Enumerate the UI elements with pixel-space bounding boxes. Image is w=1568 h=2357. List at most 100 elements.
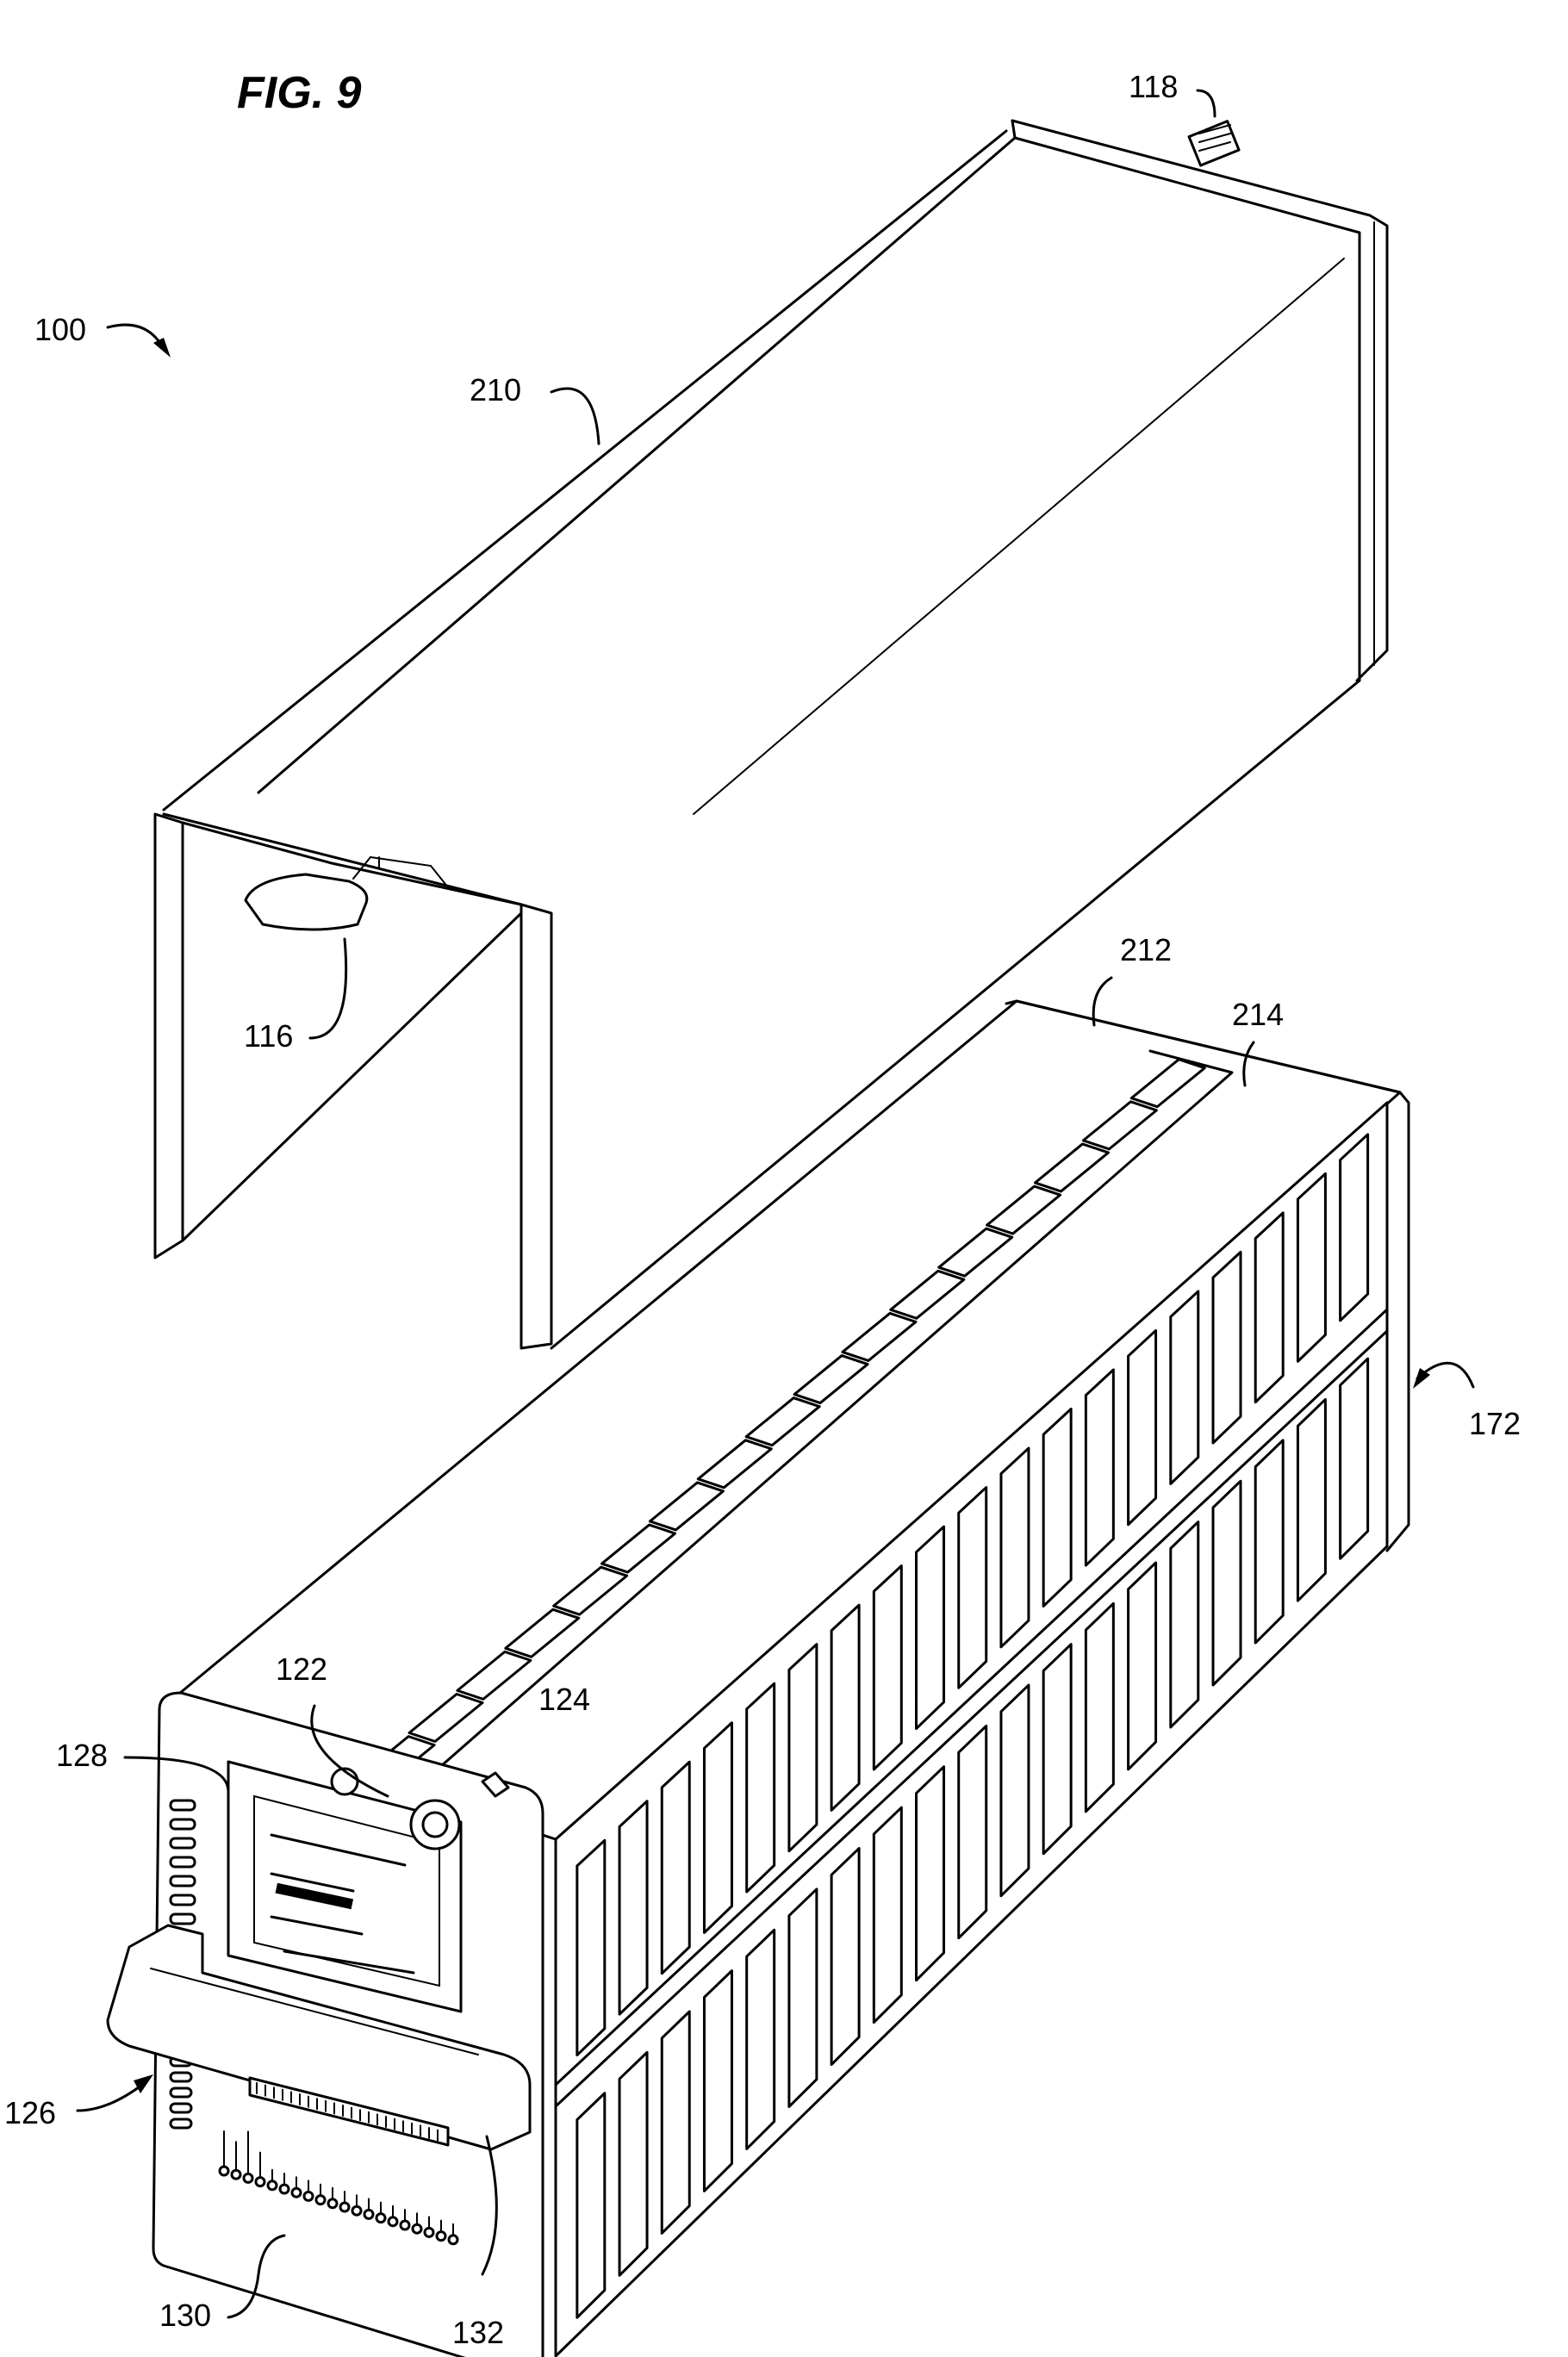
ref-100: 100 xyxy=(34,312,86,347)
battery-cell xyxy=(1211,1479,1242,1687)
led xyxy=(266,2180,278,2192)
ref-122: 122 xyxy=(276,1651,327,1687)
leader-132 xyxy=(481,2135,498,2276)
leaders xyxy=(76,89,1475,2319)
battery-cell xyxy=(618,1800,649,2016)
battery-cell xyxy=(702,1969,733,2192)
vent-slot xyxy=(169,2118,193,2130)
led xyxy=(218,2165,230,2177)
cover-bottom-edge xyxy=(550,679,1361,1350)
tab-slot xyxy=(352,855,449,888)
led xyxy=(290,2186,302,2198)
vent-slot xyxy=(169,2071,193,2083)
cover-right-face xyxy=(1013,136,1361,682)
vent-openings xyxy=(359,1058,1206,1786)
label-line-4 xyxy=(283,1950,415,1975)
cover-front-top-edge xyxy=(162,812,523,906)
led xyxy=(387,2216,399,2228)
vent-slot xyxy=(169,2086,193,2099)
label-inner xyxy=(253,1794,440,1987)
battery-cell xyxy=(745,1928,776,2150)
led-row-130 xyxy=(218,2130,459,2246)
leader-210 xyxy=(550,387,600,445)
front-panel xyxy=(106,1691,544,2357)
handle-edge xyxy=(150,1968,479,2055)
leader-118 xyxy=(1196,89,1216,118)
ref-126: 126 xyxy=(4,2095,56,2130)
vent-opening xyxy=(552,1565,629,1616)
cover-back-edge xyxy=(1011,119,1389,682)
battery-cell xyxy=(957,1724,988,1940)
vent-opening xyxy=(456,1650,532,1701)
arrow-100-head xyxy=(153,338,171,358)
ref-124: 124 xyxy=(538,1682,590,1717)
cell-row-upper xyxy=(576,1133,1370,2057)
cover-crease xyxy=(693,258,1345,815)
battery-cell xyxy=(576,1838,607,2057)
led xyxy=(423,2226,435,2238)
battery-cell xyxy=(957,1486,988,1689)
vent-opening xyxy=(1033,1142,1110,1193)
connector-pins xyxy=(256,2082,439,2142)
figure-title: FIG. 9 xyxy=(237,68,362,118)
label-line-3 xyxy=(270,1915,364,1936)
led xyxy=(327,2198,339,2210)
ref-118: 118 xyxy=(1129,69,1178,104)
led xyxy=(230,2168,242,2180)
cover-top-ridge xyxy=(257,136,1017,794)
battery-cell xyxy=(830,1847,861,2067)
battery-cell xyxy=(1296,1397,1327,1602)
arrow-126-head xyxy=(134,2074,153,2093)
arrow-172-head xyxy=(1413,1368,1430,1389)
cover-front-flange xyxy=(520,903,553,1350)
battery-cell xyxy=(999,1683,1030,1898)
led xyxy=(411,2223,423,2235)
vent-slot xyxy=(169,1818,196,1831)
led xyxy=(363,2208,375,2220)
handle-132 xyxy=(106,1924,532,2151)
vent-opening xyxy=(1129,1058,1206,1109)
vent-opening xyxy=(504,1608,581,1658)
vent-opening xyxy=(937,1227,1014,1278)
tab-116 xyxy=(244,873,369,931)
battery-cell xyxy=(1084,1601,1115,1813)
vent-slot xyxy=(169,1799,196,1812)
divider-rail xyxy=(554,1308,1389,2086)
led xyxy=(339,2201,351,2213)
vent-opening xyxy=(1081,1100,1158,1151)
led xyxy=(242,2172,254,2184)
cover-left-flange xyxy=(153,812,184,1259)
ref-116: 116 xyxy=(244,1018,293,1054)
vent-opening xyxy=(986,1185,1062,1235)
leader-116 xyxy=(308,937,348,1040)
vent-slot xyxy=(169,1912,196,1925)
cell-row-lower xyxy=(576,1357,1370,2319)
ref-132: 132 xyxy=(452,2315,504,2350)
vent-opening xyxy=(793,1354,869,1405)
label-bar xyxy=(275,1882,354,1910)
latch xyxy=(481,1771,510,1798)
battery-cell xyxy=(872,1564,903,1771)
battery-cell xyxy=(1254,1439,1285,1645)
battery-cell xyxy=(576,2092,607,2319)
label-window-128 xyxy=(227,1760,463,2013)
vent-slot xyxy=(169,1856,196,1869)
battery-cell xyxy=(1254,1211,1285,1404)
battery-cell xyxy=(787,1643,818,1853)
battery-cell xyxy=(787,1887,818,2108)
vent-opening xyxy=(600,1523,677,1574)
ref-172: 172 xyxy=(1469,1406,1521,1441)
cover-210 xyxy=(153,119,1389,1350)
connector-122-core xyxy=(421,1811,449,1838)
battery-cell xyxy=(745,1682,776,1894)
vent-opening xyxy=(744,1396,821,1447)
battery-cell xyxy=(1211,1250,1242,1445)
vent-opening xyxy=(696,1439,773,1489)
battery-cell xyxy=(1296,1172,1327,1363)
battery-cell xyxy=(1169,1521,1200,1729)
battery-cell xyxy=(915,1525,946,1731)
cover-back-corner xyxy=(1011,119,1017,140)
vent-opening xyxy=(841,1311,918,1362)
vent-slot xyxy=(169,1875,196,1887)
vent-opening xyxy=(889,1269,966,1320)
